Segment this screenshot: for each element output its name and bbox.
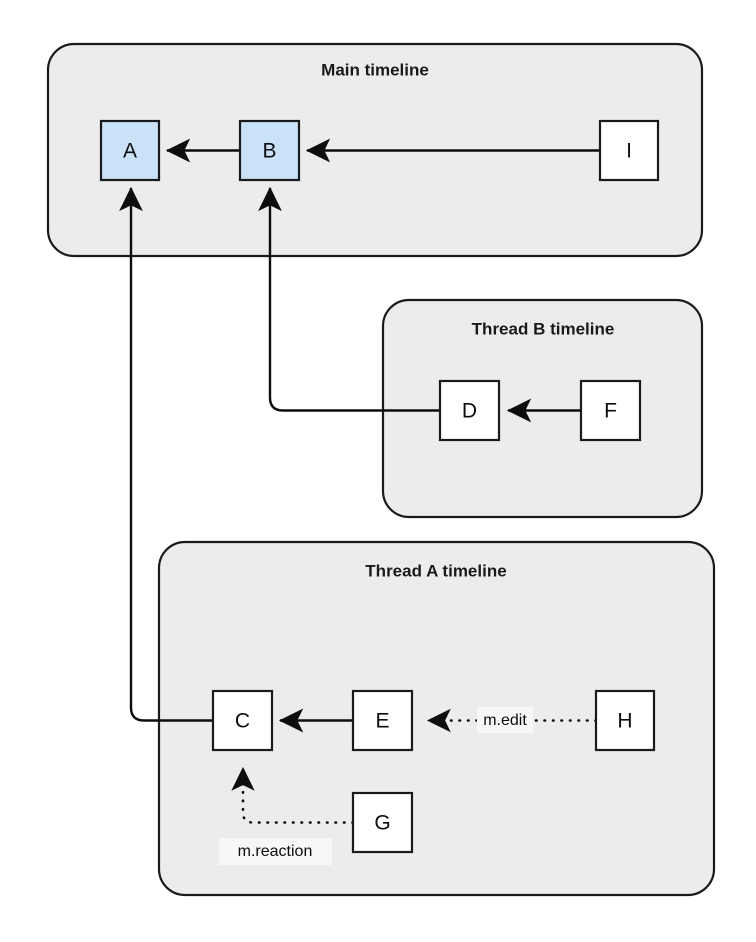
node-a-label: A [123, 140, 137, 163]
node-d[interactable]: D [438, 379, 501, 442]
node-i-label: I [626, 140, 632, 163]
node-f-rect[interactable] [579, 379, 642, 442]
node-b[interactable]: B [238, 119, 301, 182]
edge-g-to-c-label-bg [219, 838, 332, 865]
node-b-label: B [262, 140, 276, 163]
edge-d-to-b [258, 186, 440, 412]
node-g-rect[interactable] [351, 791, 414, 854]
node-h-rect[interactable] [594, 689, 656, 752]
group-threadb-timeline: Thread B timeline [381, 298, 704, 519]
node-g-label: G [374, 812, 390, 835]
edge-h-to-e-label: m.edit [483, 712, 527, 729]
edge-c-to-a [119, 186, 213, 722]
node-h-label: H [617, 710, 632, 733]
edge-g-to-c-label: m.reaction [238, 843, 313, 860]
node-f-label: F [604, 400, 617, 423]
node-c[interactable]: C [211, 689, 274, 752]
group-threadb-timeline-rect [381, 298, 704, 519]
node-e-rect[interactable] [351, 689, 414, 752]
node-e[interactable]: E [351, 689, 414, 752]
node-i[interactable]: I [598, 119, 660, 182]
node-c-rect[interactable] [211, 689, 274, 752]
edge-g-to-c: m.reaction [219, 766, 355, 865]
edge-h-to-e-label-bg [477, 707, 533, 733]
node-d-rect[interactable] [438, 379, 501, 442]
group-main-timeline-title: Main timeline [321, 60, 429, 79]
edge-c-to-a-line [119, 186, 213, 722]
group-threadb-timeline-title: Thread B timeline [472, 319, 615, 338]
node-d-label: D [462, 400, 477, 423]
node-a-rect[interactable] [99, 119, 161, 182]
node-g[interactable]: G [351, 791, 414, 854]
node-f[interactable]: F [579, 379, 642, 442]
node-b-rect[interactable] [238, 119, 301, 182]
node-i-rect[interactable] [598, 119, 660, 182]
node-c-label: C [235, 710, 250, 733]
group-threada-timeline-title: Thread A timeline [365, 561, 506, 580]
edge-d-to-b-line [258, 186, 440, 412]
node-h[interactable]: H [594, 689, 656, 752]
node-a[interactable]: A [99, 119, 161, 182]
edge-h-to-e: m.edit [426, 707, 598, 733]
node-e-label: E [375, 710, 389, 733]
